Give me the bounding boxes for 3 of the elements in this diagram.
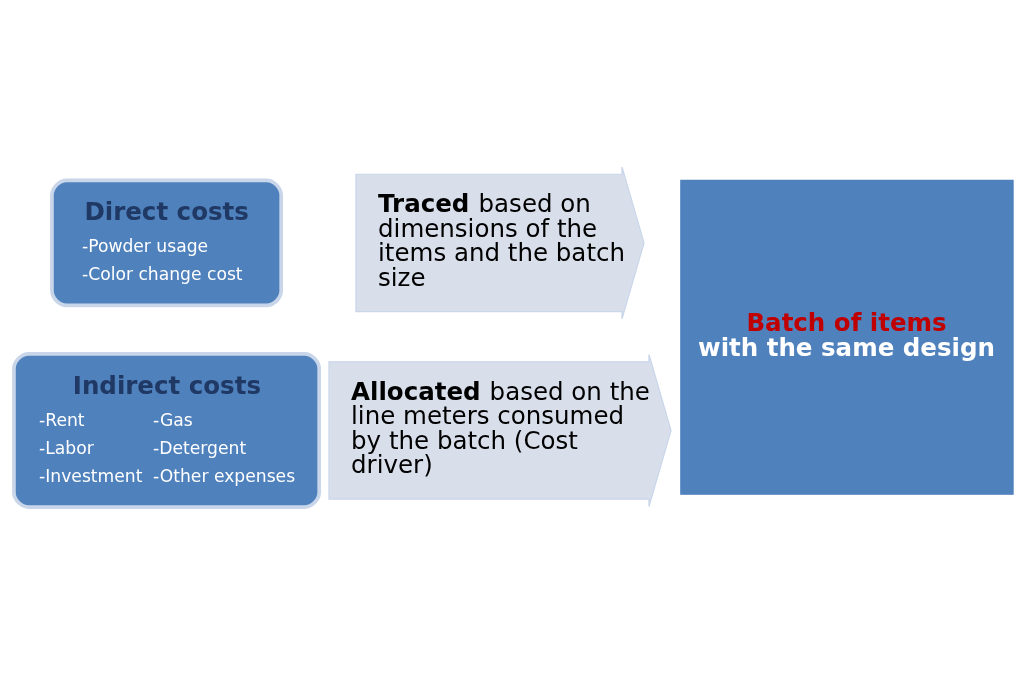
node-box: Direct costs -Powder usage -Color change cost	[50, 178, 284, 307]
node-box: Batch of items with the same design	[680, 179, 1014, 495]
node-box: Indirect costs -Rent -Gas -Labor -Detergent -Investment -Other expenses	[12, 351, 322, 509]
